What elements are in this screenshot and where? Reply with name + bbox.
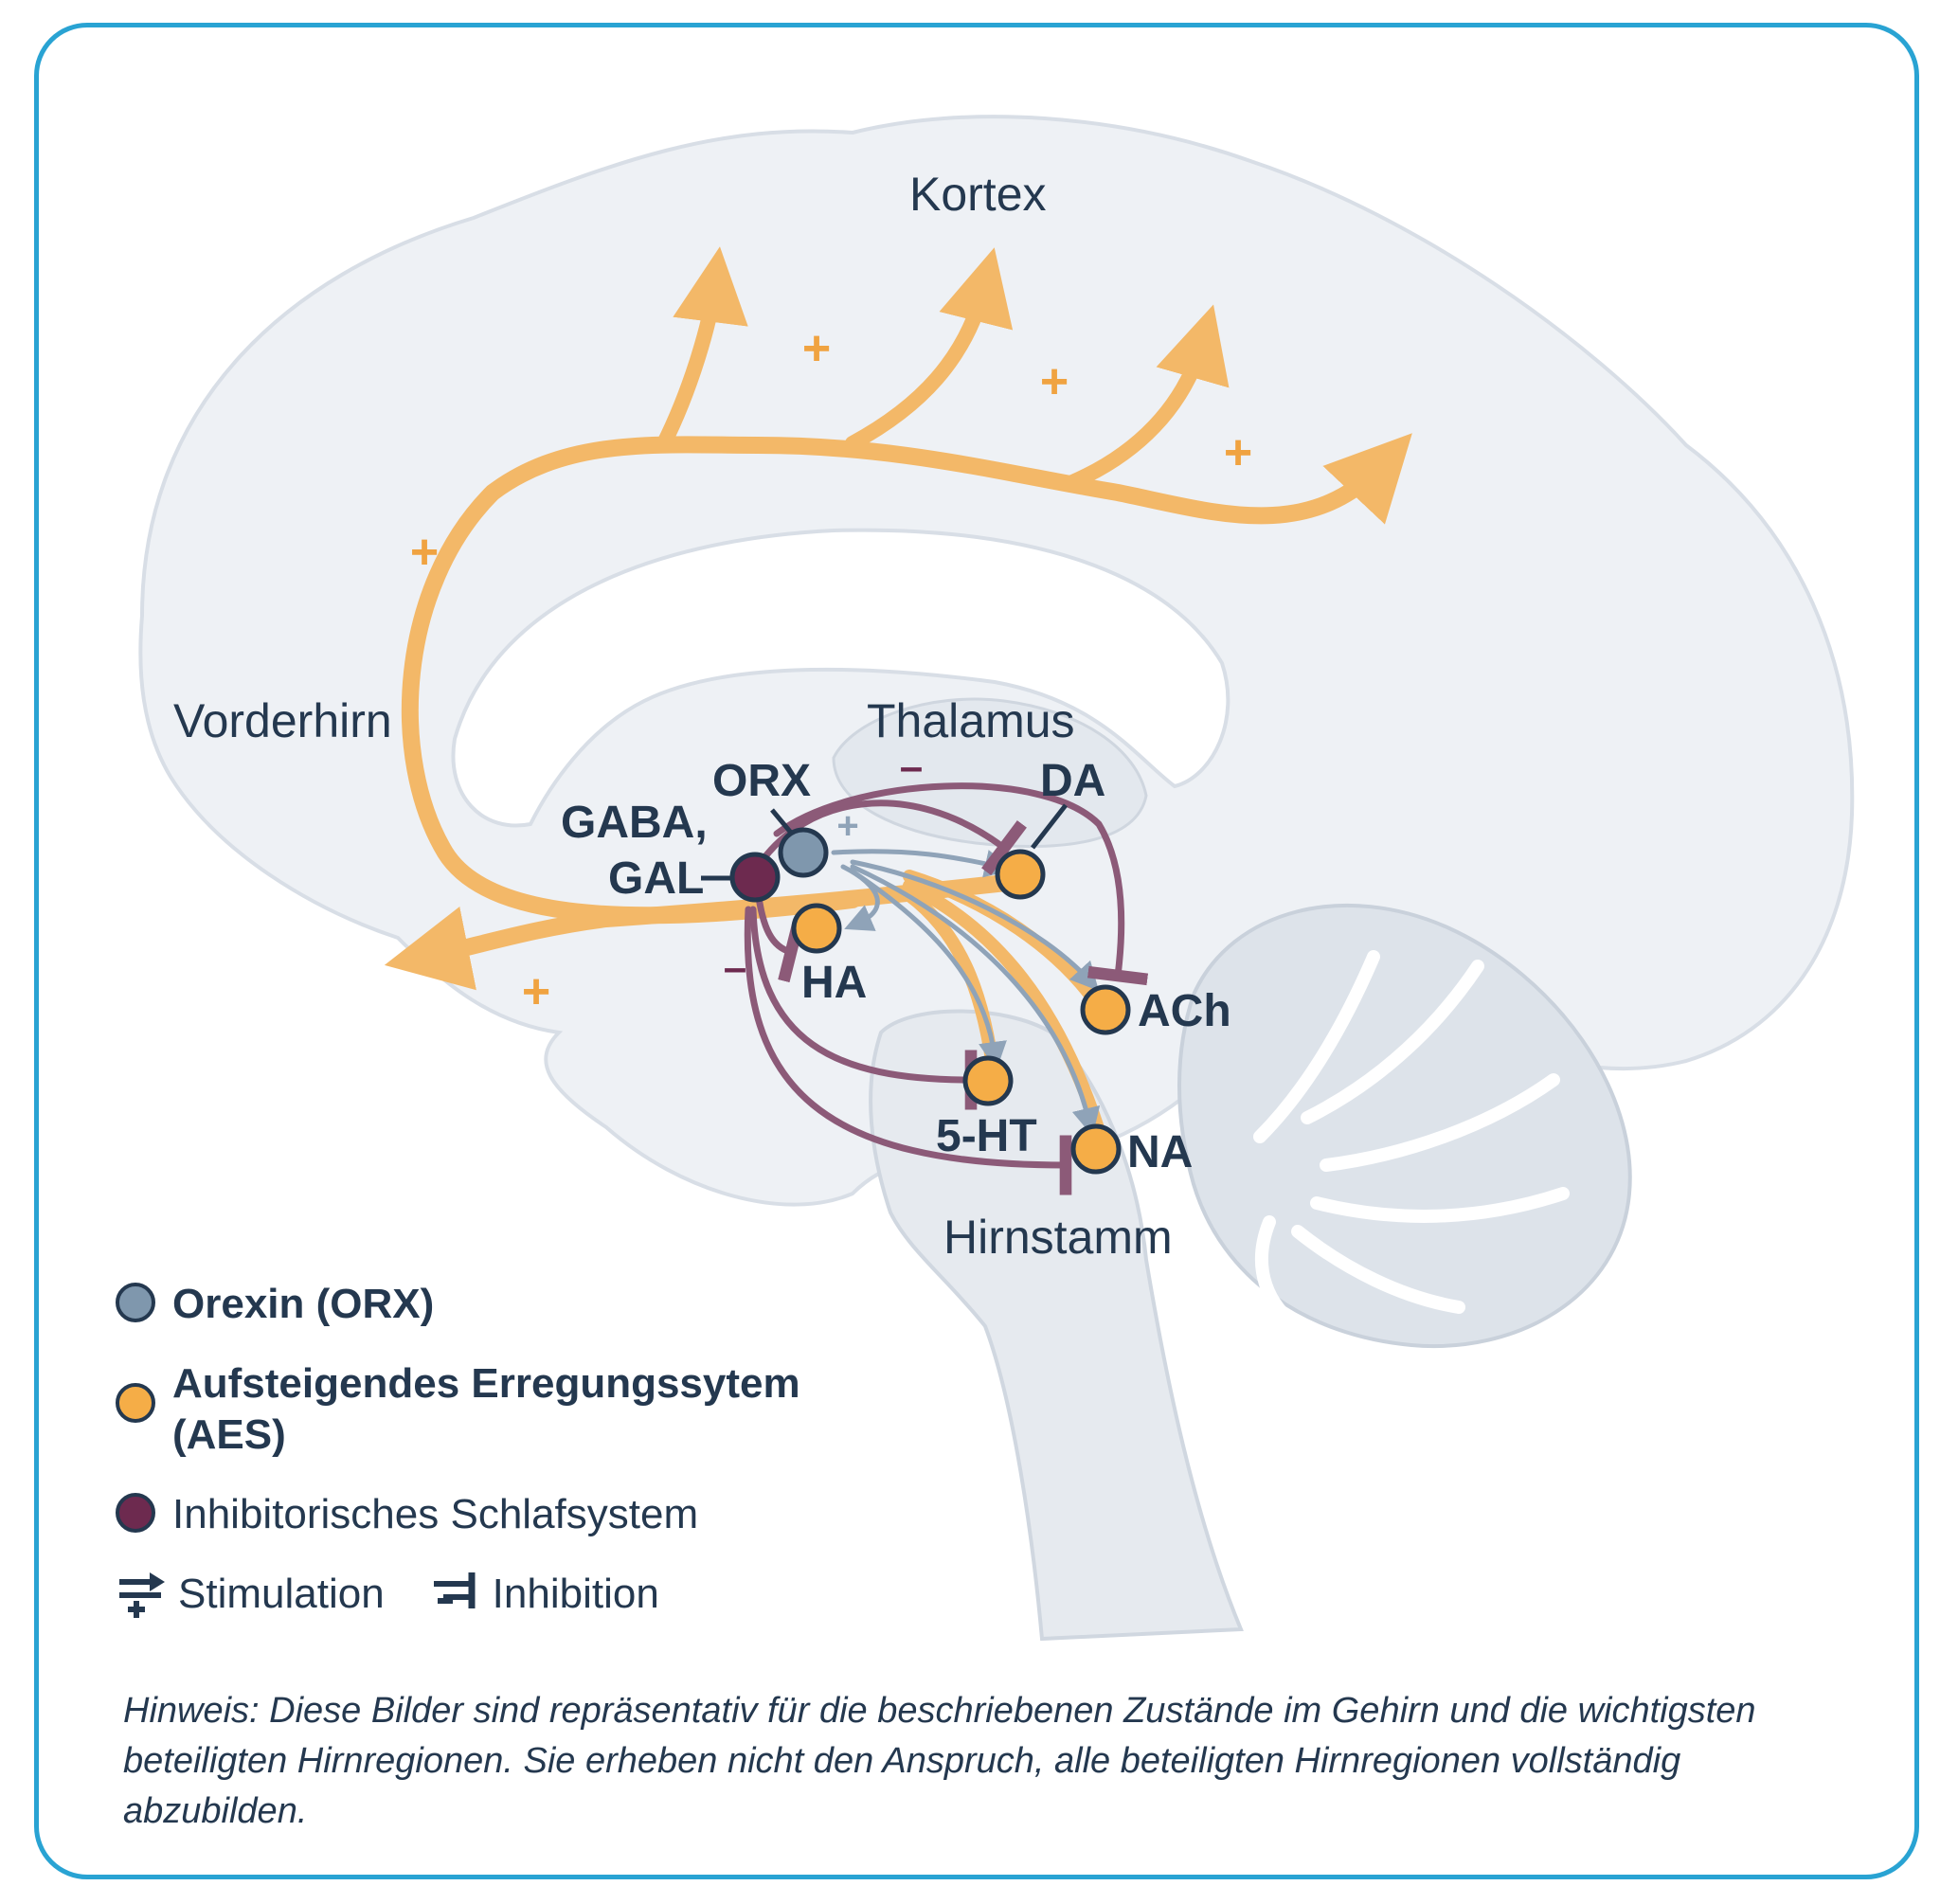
gaba-gal-node [729, 852, 781, 903]
nodes [729, 827, 1131, 1175]
legend-label-stimulation: Stimulation [178, 1571, 385, 1617]
cortex-branch-2 [845, 247, 1014, 451]
node-label-da: DA [1040, 756, 1105, 806]
node-label-ach: ACh [1138, 986, 1231, 1036]
inhib-to-na [744, 906, 1072, 1195]
na-node [1070, 1123, 1122, 1175]
aes-to-na [903, 879, 1110, 1153]
legend: Orexin (ORX) Aufsteigendes Erregungssyte… [116, 1279, 968, 1620]
forebrain-loop-path [402, 433, 1412, 925]
orx-to-5ht [850, 869, 1007, 1070]
da-leader [1031, 803, 1068, 850]
da-node [995, 849, 1046, 900]
node-label-ha: HA [801, 958, 867, 1008]
footnote: Hinweis: Diese Bilder sind repräsentativ… [123, 1691, 1756, 1831]
orx-to-na [850, 864, 1101, 1137]
legend-row-aes: Aufsteigendes Erregungssytem (AES) [116, 1358, 968, 1461]
node-label-gal: GAL [608, 853, 704, 904]
corpus-callosum [451, 528, 1230, 828]
legend-inhibition: Inhibition [430, 1569, 659, 1620]
legend-label-orexin: Orexin (ORX) [172, 1281, 435, 1327]
effect-signs: + + + + + + – – [410, 321, 1252, 1019]
aes-dot-icon [116, 1383, 155, 1423]
orx-to-ach [850, 859, 1100, 992]
ach-node [1080, 984, 1131, 1035]
cortex-branch-3 [1063, 304, 1230, 491]
diagram-frame [34, 23, 1919, 1879]
legend-row-orexin: Orexin (ORX) [116, 1279, 968, 1330]
cerebellum-shape [1177, 903, 1632, 1349]
plus-sign: + [1224, 425, 1252, 480]
thalamus-shape [832, 697, 1148, 848]
orexin-dot-icon [116, 1283, 155, 1322]
node-label-na: NA [1127, 1127, 1193, 1177]
legend-label-aes-line1: Aufsteigendes Erregungssytem [172, 1360, 800, 1407]
plus-sign: + [1040, 354, 1069, 409]
ha-node [791, 903, 842, 954]
legend-label-inhibition: Inhibition [492, 1571, 659, 1617]
inhib-to-ach [773, 782, 1149, 986]
region-label-thalamus: Thalamus [867, 694, 1075, 747]
legend-stimulation: Stimulation [116, 1569, 385, 1620]
node-label-5ht: 5-HT [936, 1111, 1037, 1161]
inhibitory-dot-icon [116, 1493, 155, 1533]
region-label-kortex: Kortex [909, 168, 1047, 221]
plus-sign: + [802, 321, 831, 376]
stimulation-arrow-icon [119, 1572, 165, 1618]
region-label-hirnstamm: Hirnstamm [943, 1211, 1173, 1264]
legend-row-inhibitory: Inhibitorisches Schlafsystem [116, 1489, 968, 1540]
node-label-orx: ORX [712, 756, 811, 806]
minus-sign: – [900, 744, 923, 790]
region-label-vorderhirn: Vorderhirn [173, 694, 392, 747]
arbor-vitae [1253, 950, 1570, 1333]
five-ht-node [962, 1055, 1014, 1106]
legend-arrow-keys: Stimulation Inhibition [116, 1569, 968, 1620]
plus-sign: + [522, 964, 550, 1019]
inhib-to-da [754, 799, 1027, 875]
inhibition-bar-icon [433, 1572, 476, 1608]
legend-label-inhibitory: Inhibitorisches Schlafsystem [172, 1491, 699, 1537]
plus-sign: + [836, 805, 858, 847]
minus-sign: – [724, 944, 746, 991]
inhib-to-5ht [749, 906, 978, 1110]
legend-label-aes: Aufsteigendes Erregungssytem (AES) [172, 1358, 800, 1461]
node-label-gaba: GABA, [561, 798, 708, 848]
plus-sign: + [410, 525, 439, 580]
legend-label-aes-line2: (AES) [172, 1411, 286, 1458]
orx-node [778, 827, 829, 878]
orexin-pathways [831, 849, 1101, 1137]
cortex-branch-1 [656, 246, 748, 453]
